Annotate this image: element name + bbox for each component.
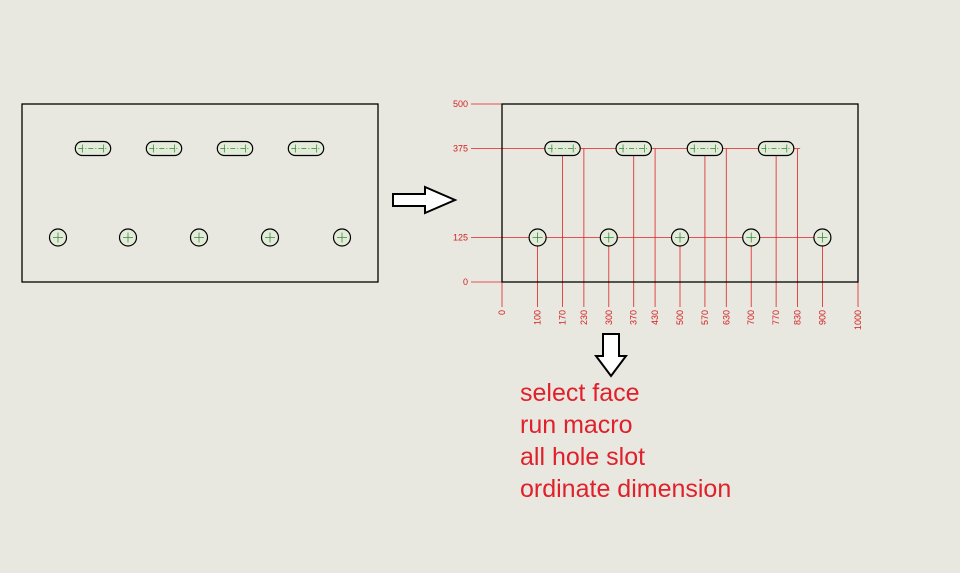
slot [287, 140, 325, 157]
ordinate-label-y: 500 [453, 99, 468, 109]
instruction-line-1: select face [520, 379, 640, 407]
ordinate-label-x: 0 [497, 310, 507, 315]
plate-features-dimensioned [528, 140, 832, 247]
slot [145, 140, 183, 157]
slot [216, 140, 254, 157]
ordinate-label-x: 830 [792, 310, 802, 325]
slot [615, 140, 652, 157]
arrow-down-icon [594, 333, 628, 378]
arrow-right-icon [392, 185, 458, 215]
hole [260, 228, 280, 247]
ordinate-label-x: 900 [817, 310, 827, 325]
instruction-line-4: ordinate dimension [520, 475, 732, 503]
ordinate-label-y: 0 [463, 277, 468, 287]
ordinate-dimension-lines [471, 103, 859, 307]
ordinate-label-x: 570 [700, 310, 710, 325]
ordinate-label-x: 630 [721, 310, 731, 325]
slot [686, 140, 724, 157]
hole [670, 228, 690, 247]
plate-features [48, 140, 352, 247]
slot [74, 140, 112, 157]
ordinate-label-x: 1000 [853, 310, 863, 330]
slot [544, 140, 581, 157]
ordinate-label-x: 100 [533, 310, 543, 325]
slot [757, 140, 795, 157]
hole [189, 228, 209, 247]
dimensioned-plate-view: 500 375 125 0 0 100 170 230 300 370 430 500 570 630 70… [453, 99, 863, 330]
hole [332, 228, 352, 247]
original-plate-view [21, 103, 379, 283]
ordinate-label-x: 300 [604, 310, 614, 325]
hole [813, 228, 832, 247]
ordinate-label-x: 770 [771, 310, 781, 325]
ordinate-label-x: 500 [675, 310, 685, 325]
plate-outline-dimensioned [501, 103, 859, 283]
hole [528, 228, 547, 247]
ordinate-dimension-labels: 500 375 125 0 0 100 170 230 300 370 430 500 570 630 70… [453, 99, 863, 330]
plate-outline [21, 103, 379, 283]
hole [599, 228, 618, 247]
ordinate-label-x: 170 [558, 310, 568, 325]
ordinate-label-x: 700 [746, 310, 756, 325]
ordinate-label-x: 370 [629, 310, 639, 325]
hole [118, 228, 138, 247]
ordinate-label-y: 125 [453, 233, 468, 243]
hole [48, 228, 68, 247]
ordinate-label-x: 430 [650, 310, 660, 325]
hole [742, 228, 761, 247]
ordinate-label-x: 230 [579, 310, 589, 325]
instruction-line-2: run macro [520, 411, 633, 439]
instruction-line-3: all hole slot [520, 443, 646, 471]
ordinate-label-y: 375 [453, 144, 468, 154]
